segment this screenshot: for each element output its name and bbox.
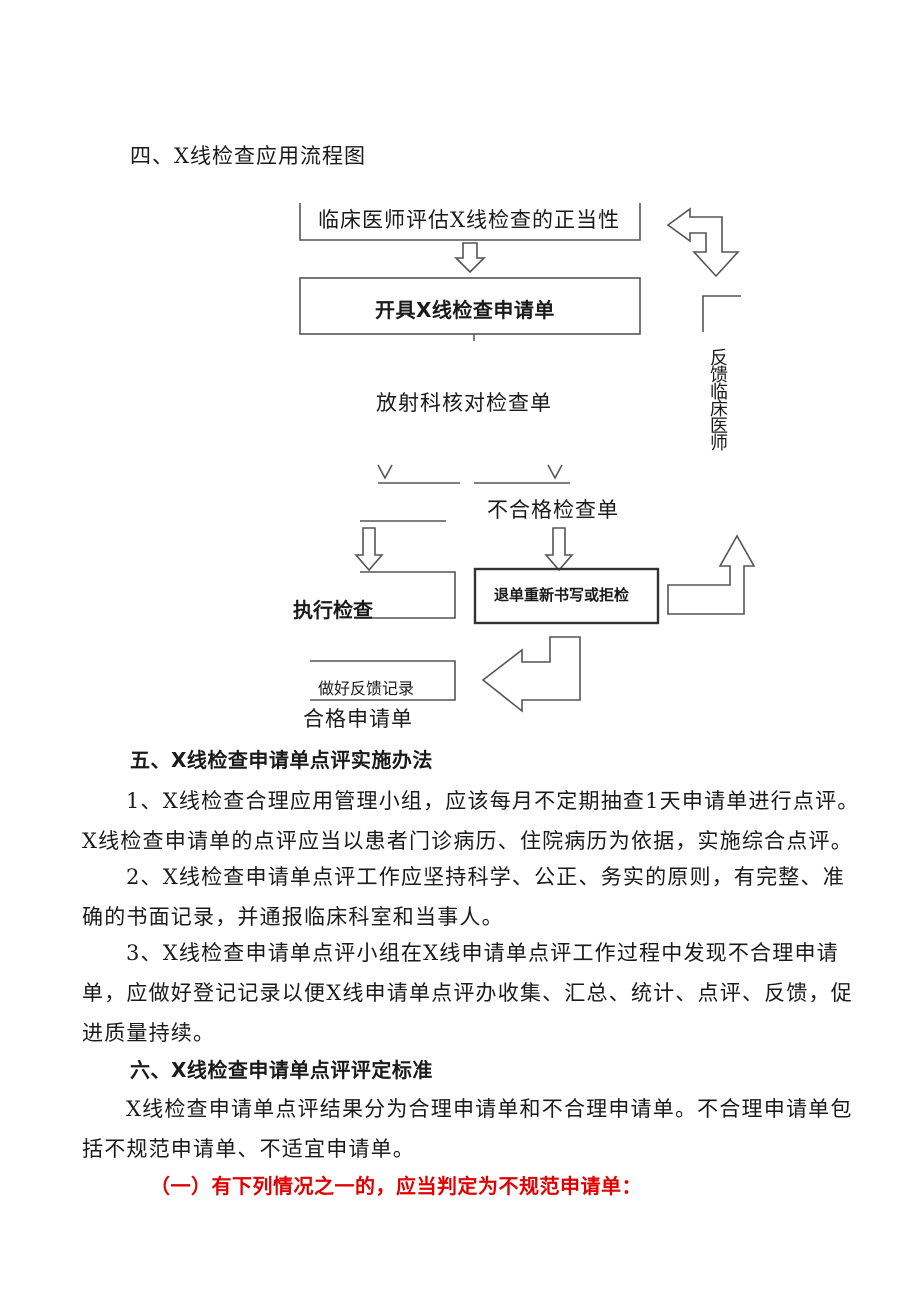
step1-box xyxy=(299,203,641,241)
left-arrow-icon xyxy=(481,636,581,713)
down-arrow-right-icon xyxy=(544,527,574,572)
flow-qualified-text: 合格申请单 xyxy=(303,707,413,731)
flow-record-text: 做好反馈记录 xyxy=(318,679,415,698)
section-4-heading: 四、X线检查应用流程图 xyxy=(130,144,366,168)
feedback-arrow-icon xyxy=(666,207,740,278)
section-6-para-1: X线检查申请单点评结果分为合理申请单和不合理申请单。不合理申请单包括不规范申请单… xyxy=(82,1097,853,1161)
feedback-bracket xyxy=(702,295,741,332)
triangle-left-icon xyxy=(377,464,393,480)
record-box xyxy=(310,660,456,701)
section-5-heading: 五、X线检查申请单点评实施办法 xyxy=(130,748,433,772)
flow-feedback-vertical: 反 馈 临 床 医 师 xyxy=(710,348,728,454)
flow-unqualified-text: 不合格检查单 xyxy=(487,498,619,522)
down-arrow-icon xyxy=(454,242,486,274)
flow-step3-text: 放射科核对检查单 xyxy=(376,391,552,415)
return-box xyxy=(473,567,660,625)
flow-step1-text: 临床医师评估X线检查的正当性 xyxy=(318,208,620,232)
execute-box xyxy=(360,571,456,619)
section-5-para-1: 1、X线检查合理应用管理小组，应该每月不定期抽查1天申请单进行点评。X线检查申请… xyxy=(82,789,860,853)
section-6-subheading-1: （一）有下列情况之一的，应当判定为不规范申请单： xyxy=(150,1174,642,1198)
section-5-para-2: 2、X线检查申请单点评工作应坚持科学、公正、务实的原则，有完整、准确的书面记录，… xyxy=(82,865,845,929)
step2-box xyxy=(299,277,641,335)
section-6-heading: 六、X线检查申请单点评评定标准 xyxy=(130,1058,433,1082)
section-5-para-3: 3、X线检查申请单点评小组在X线申请单点评工作过程中发现不合理申请单，应做好登记… xyxy=(82,941,853,1045)
up-arrow-icon xyxy=(667,534,756,615)
triangle-right-icon xyxy=(547,464,563,480)
flow-return-text: 退单重新书写或拒检 xyxy=(494,586,630,604)
down-arrow-left-icon xyxy=(354,527,384,572)
flow-step2-text: 开具X线检查申请单 xyxy=(375,298,555,322)
flow-execute-text: 执行检查 xyxy=(293,598,373,622)
flowchart-lines xyxy=(299,203,756,713)
